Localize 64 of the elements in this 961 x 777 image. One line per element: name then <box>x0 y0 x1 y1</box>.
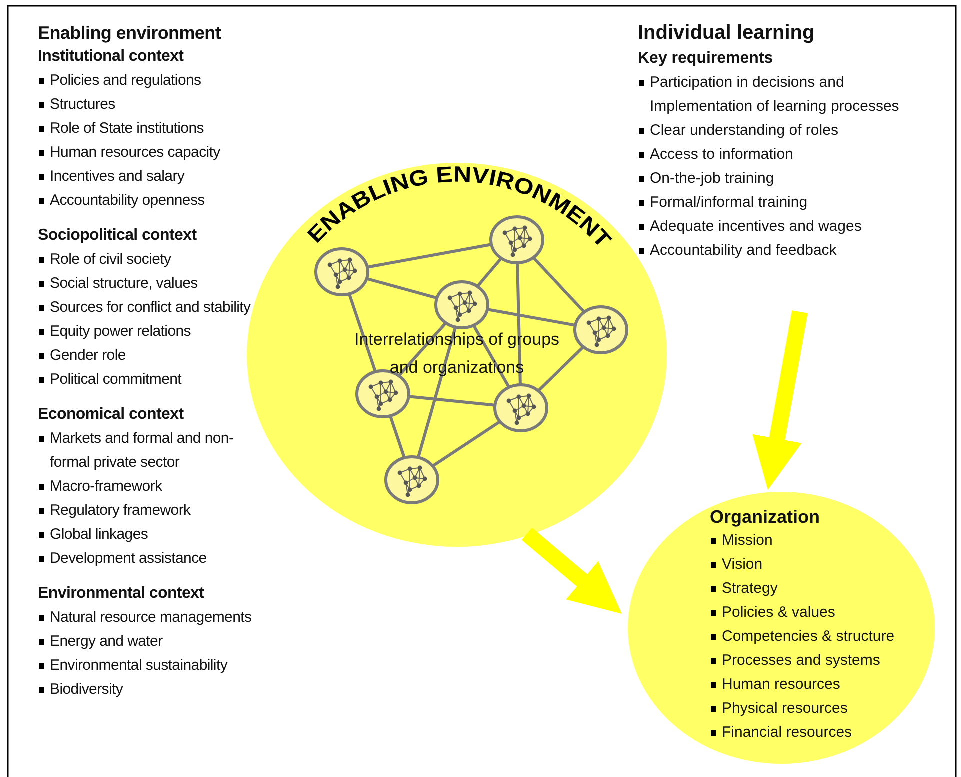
list-item: Human resources capacity <box>38 141 253 165</box>
connector-line <box>432 420 501 468</box>
heading: Individual learning <box>638 21 816 46</box>
list-item: Accountability and feedback <box>638 239 938 263</box>
heading: Sociopolitical context <box>38 226 198 246</box>
list-item: Adequate incentives and wages <box>638 215 938 239</box>
list-item: Political commitment <box>38 368 253 392</box>
connector-line <box>366 277 438 300</box>
connector-line <box>389 416 406 458</box>
list-item: Policies and regulations <box>38 69 253 93</box>
heading: Key requirements <box>638 49 774 69</box>
connector-line <box>348 294 378 372</box>
list-item: Development assistance <box>38 547 253 571</box>
list-item: Regulatory framework <box>38 499 253 523</box>
heading: Institutional context <box>38 47 185 67</box>
list-item: Global linkages <box>38 523 253 547</box>
list-item: Markets and formal and non-formal private sector <box>38 427 253 475</box>
list-item: Social structure, values <box>38 272 253 296</box>
heading: Economical context <box>38 405 185 425</box>
list-item: Human resources <box>710 673 925 697</box>
list-item: Mission <box>710 529 925 553</box>
arrow <box>752 310 808 490</box>
network-circle <box>573 305 629 355</box>
list-item: Macro-framework <box>38 475 253 499</box>
list-item: Vision <box>710 553 925 577</box>
list-item: Energy and water <box>38 630 253 654</box>
connector-line <box>416 326 458 458</box>
network-circle <box>384 455 440 505</box>
arrow <box>522 528 622 614</box>
list-item: Natural resource managements <box>38 606 253 630</box>
connector-line <box>516 262 522 386</box>
list-item: Formal/informal training <box>638 191 938 215</box>
list-item: Participation in decisions and Implementation of learning processes <box>638 71 938 119</box>
list-item: Strategy <box>710 577 925 601</box>
list-item: Policies & values <box>710 601 925 625</box>
connector-line <box>537 346 585 392</box>
network-circle <box>434 280 490 330</box>
heading: Enabling environment <box>38 22 222 45</box>
list-item: Accountability openness <box>38 189 253 213</box>
list-item: Processes and systems <box>710 649 925 673</box>
heading: Organization <box>710 506 822 529</box>
list-item: Gender role <box>38 344 253 368</box>
list-item: Equity power relations <box>38 320 253 344</box>
list-item: Incentives and salary <box>38 165 253 189</box>
list-item: Clear understanding of roles <box>638 119 938 143</box>
list-item: Sources for conflict and stability <box>38 296 253 320</box>
list-item: Competencies & structure <box>710 625 925 649</box>
list-item: Financial resources <box>710 721 925 745</box>
connector-line <box>472 324 511 388</box>
connector-line <box>476 257 503 288</box>
connector-line <box>487 308 576 327</box>
network-circle <box>493 383 549 433</box>
list-item: Role of State institutions <box>38 117 253 141</box>
list-item: Role of civil society <box>38 248 253 272</box>
list-item: Access to information <box>638 143 938 167</box>
list-item: Biodiversity <box>38 678 253 702</box>
list-item: Environmental sustainability <box>38 654 253 678</box>
heading: Environmental context <box>38 584 206 604</box>
list-item: Structures <box>38 93 253 117</box>
connector-line <box>532 256 586 314</box>
list-item: On-the-job training <box>638 167 938 191</box>
connector-line <box>408 395 496 407</box>
list-item: Physical resources <box>710 697 925 721</box>
network-circle <box>314 247 370 297</box>
